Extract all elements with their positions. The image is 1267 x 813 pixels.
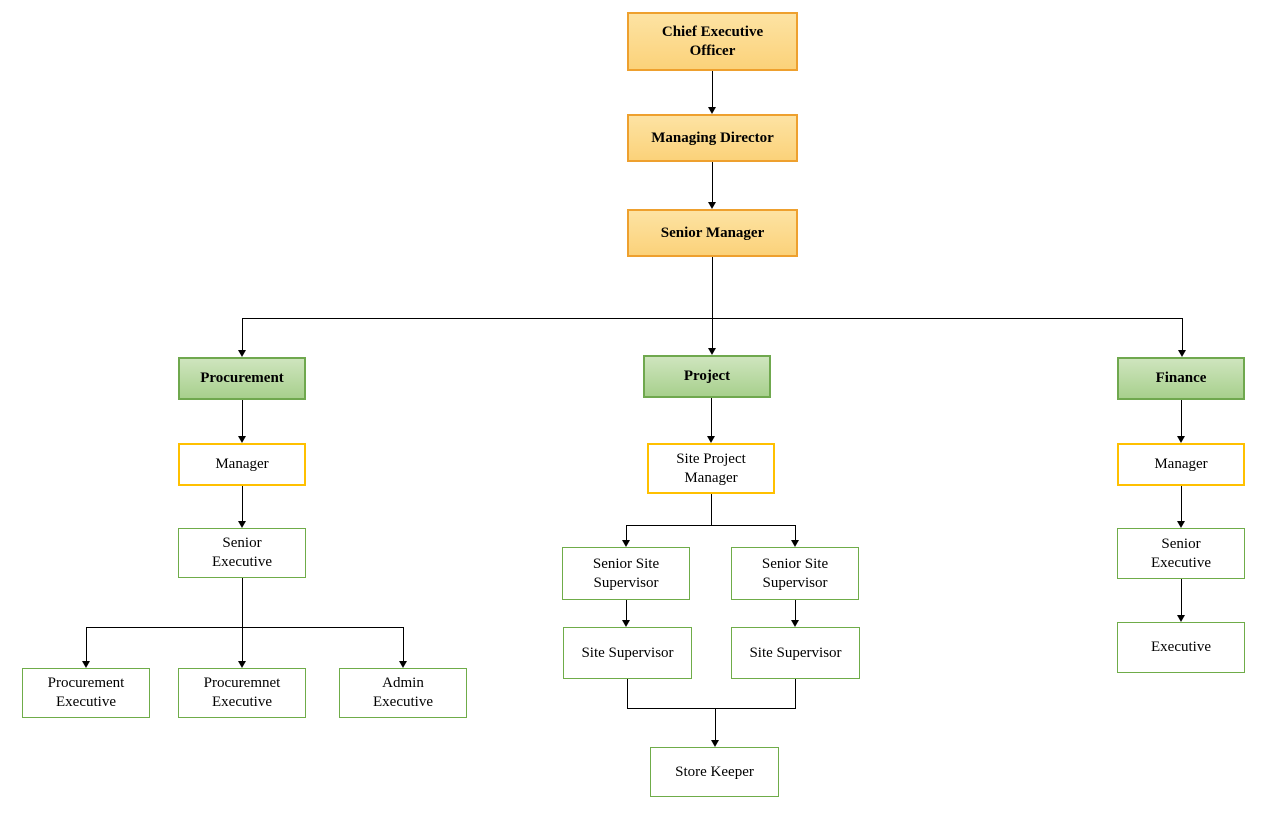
arrowhead-down-icon xyxy=(1178,350,1186,357)
connector-line xyxy=(242,578,243,628)
org-node-label: Site Supervisor xyxy=(749,644,842,661)
connector-line xyxy=(626,600,627,620)
org-node-site-project-manager[interactable]: Site Project Manager xyxy=(647,443,775,494)
connector-line xyxy=(795,525,796,540)
arrowhead-down-icon xyxy=(399,661,407,668)
org-node-label: Managing Director xyxy=(651,129,774,146)
org-node-site-supervisor-1[interactable]: Site Supervisor xyxy=(563,627,692,679)
org-node-finance-senior-executive[interactable]: Senior Executive xyxy=(1117,528,1245,579)
connector-line xyxy=(712,71,713,107)
arrowhead-down-icon xyxy=(238,521,246,528)
connector-line xyxy=(1181,400,1182,436)
org-node-label: Senior Site Supervisor xyxy=(592,555,660,591)
org-node-label: Site Project Manager xyxy=(676,450,746,486)
connector-line xyxy=(242,318,243,350)
arrowhead-down-icon xyxy=(622,540,630,547)
connector-line xyxy=(86,627,87,661)
connector-line xyxy=(626,525,627,540)
connector-line xyxy=(1182,318,1183,350)
org-node-label: Procuremnet Executive xyxy=(203,675,281,710)
org-node-label: Site Supervisor xyxy=(581,644,674,661)
org-node-procurement-senior-executive[interactable]: Senior Executive xyxy=(178,528,306,578)
org-node-senior-site-supervisor-2[interactable]: Senior Site Supervisor xyxy=(731,547,859,600)
connector-line xyxy=(795,600,796,620)
arrowhead-down-icon xyxy=(708,348,716,355)
org-node-procurement-executive[interactable]: Procurement Executive xyxy=(22,668,150,718)
connector-line xyxy=(242,627,243,661)
org-node-label: Procurement xyxy=(200,370,284,387)
org-node-label: Senior Executive xyxy=(1151,535,1211,571)
org-node-project[interactable]: Project xyxy=(643,355,771,398)
org-node-label: Manager xyxy=(215,456,269,473)
connector-line xyxy=(1181,486,1182,521)
org-node-label: Manager xyxy=(1154,456,1208,473)
arrowhead-down-icon xyxy=(238,661,246,668)
org-node-managing-director[interactable]: Managing Director xyxy=(627,114,798,162)
arrowhead-down-icon xyxy=(622,620,630,627)
connector-line xyxy=(627,708,796,709)
arrowhead-down-icon xyxy=(238,436,246,443)
org-node-chief-executive-officer[interactable]: Chief Executive Officer xyxy=(627,12,798,71)
org-node-label: Project xyxy=(683,368,731,385)
arrowhead-down-icon xyxy=(238,350,246,357)
arrowhead-down-icon xyxy=(791,620,799,627)
connector-line xyxy=(242,486,243,521)
org-node-senior-site-supervisor-1[interactable]: Senior Site Supervisor xyxy=(562,547,690,600)
connector-line xyxy=(712,162,713,202)
arrowhead-down-icon xyxy=(707,436,715,443)
connector-line xyxy=(403,627,404,661)
arrowhead-down-icon xyxy=(1177,615,1185,622)
org-node-label: Finance xyxy=(1155,370,1207,387)
arrowhead-down-icon xyxy=(708,107,716,114)
connector-line xyxy=(627,679,628,709)
org-node-site-supervisor-2[interactable]: Site Supervisor xyxy=(731,627,860,679)
org-node-label: Chief Executive Officer xyxy=(661,23,764,59)
org-node-label: Executive xyxy=(1151,639,1211,656)
org-node-procurement-manager[interactable]: Manager xyxy=(178,443,306,486)
connector-line xyxy=(711,398,712,436)
connector-line xyxy=(242,400,243,436)
org-node-procurement[interactable]: Procurement xyxy=(178,357,306,400)
connector-line xyxy=(86,627,404,628)
org-node-finance-manager[interactable]: Manager xyxy=(1117,443,1245,486)
org-node-store-keeper[interactable]: Store Keeper xyxy=(650,747,779,797)
arrowhead-down-icon xyxy=(82,661,90,668)
org-node-label: Senior Site Supervisor xyxy=(761,555,829,591)
arrowhead-down-icon xyxy=(708,202,716,209)
connector-line xyxy=(1181,579,1182,615)
arrowhead-down-icon xyxy=(1177,521,1185,528)
org-node-label: Senior Manager xyxy=(660,224,765,241)
org-node-label: Admin Executive xyxy=(373,675,433,710)
connector-line xyxy=(712,257,713,319)
org-node-label: Senior Executive xyxy=(212,535,272,570)
org-node-label: Store Keeper xyxy=(675,763,754,780)
connector-line xyxy=(712,318,713,348)
org-node-finance[interactable]: Finance xyxy=(1117,357,1245,400)
connector-line xyxy=(711,494,712,526)
connector-line xyxy=(715,708,716,740)
arrowhead-down-icon xyxy=(1177,436,1185,443)
arrowhead-down-icon xyxy=(791,540,799,547)
org-node-finance-executive[interactable]: Executive xyxy=(1117,622,1245,673)
connector-line xyxy=(795,679,796,709)
org-node-procuremnet-executive[interactable]: Procuremnet Executive xyxy=(178,668,306,718)
org-node-admin-executive[interactable]: Admin Executive xyxy=(339,668,467,718)
org-node-senior-manager[interactable]: Senior Manager xyxy=(627,209,798,257)
org-node-label: Procurement Executive xyxy=(47,675,125,710)
connector-line xyxy=(626,525,796,526)
arrowhead-down-icon xyxy=(711,740,719,747)
